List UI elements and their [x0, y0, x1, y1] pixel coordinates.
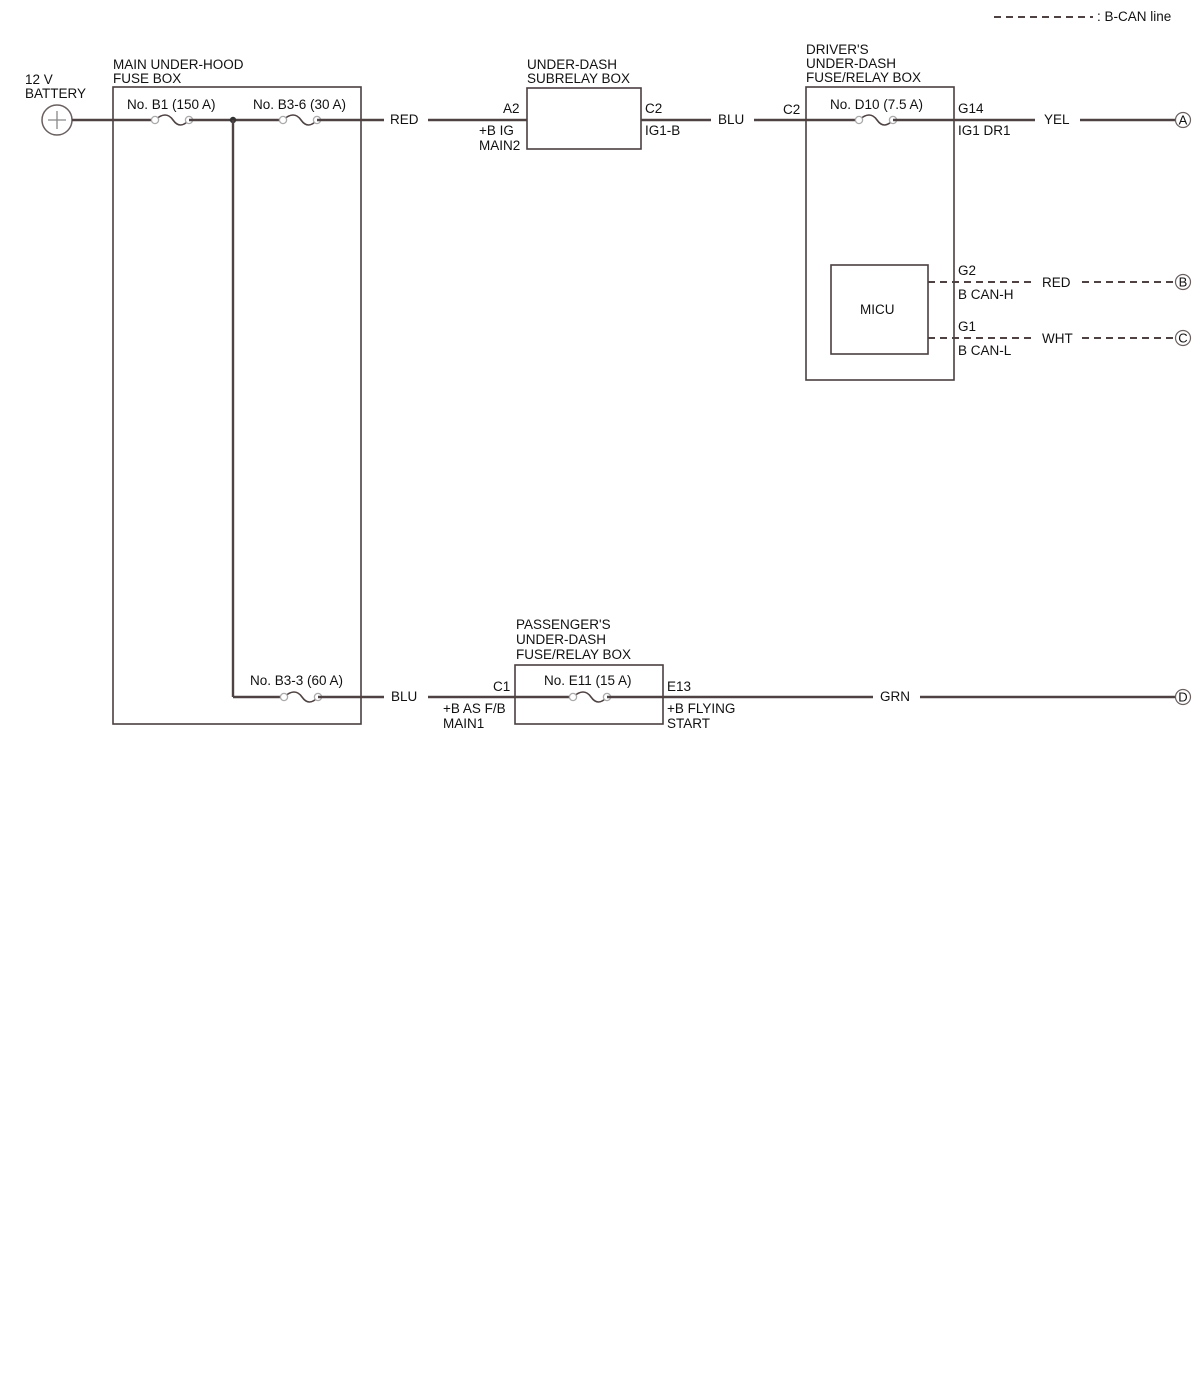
passenger-pin-e13-name-line1: +B FLYING	[667, 701, 735, 716]
subrelay-pin-a2: A2	[503, 101, 520, 116]
fuse-b3-3-icon	[279, 691, 323, 703]
micu-label: MICU	[860, 302, 895, 317]
subrelay-pin-c2: C2	[645, 101, 662, 116]
legend-label: : B-CAN line	[1097, 9, 1171, 24]
connector-a: A	[1174, 111, 1192, 129]
driver-pin-g1-name: B CAN-L	[958, 343, 1012, 358]
driver-pin-g2: G2	[958, 263, 976, 278]
wire-label-red-1: RED	[390, 112, 419, 127]
subrelay-box-title-line1: UNDER-DASH	[527, 57, 617, 72]
driver-pin-g14-name: IG1 DR1	[958, 123, 1011, 138]
connector-b-label: B	[1179, 275, 1188, 290]
subrelay-pin-c2-name: IG1-B	[645, 123, 680, 138]
connector-b: B	[1174, 273, 1192, 291]
subrelay-pin-a2-name-line1: +B IG	[479, 123, 514, 138]
fuse-b3-3-label: No. B3-3 (60 A)	[250, 673, 343, 688]
passenger-box	[514, 664, 664, 725]
subrelay-box	[526, 87, 642, 150]
passenger-box-title-line2: UNDER-DASH	[516, 632, 606, 647]
wire-label-red-can: RED	[1042, 275, 1071, 290]
driver-box-title-line2: UNDER-DASH	[806, 56, 896, 71]
connector-d: D	[1174, 688, 1192, 706]
driver-box-title-line1: DRIVER'S	[806, 42, 869, 57]
battery-label-line1: 12 V	[25, 72, 53, 87]
driver-pin-c2: C2	[783, 102, 800, 117]
driver-pin-g2-name: B CAN-H	[958, 287, 1014, 302]
connector-c: C	[1174, 329, 1192, 347]
passenger-pin-c1-name-line2: MAIN1	[443, 716, 484, 731]
connector-d-label: D	[1178, 690, 1187, 705]
main-fuse-box	[112, 86, 362, 725]
passenger-pin-c1: C1	[493, 679, 510, 694]
connector-c-label: C	[1178, 331, 1187, 346]
wire-label-yel: YEL	[1044, 112, 1070, 127]
battery-label-line2: BATTERY	[25, 86, 86, 101]
wire-label-wht: WHT	[1042, 331, 1073, 346]
fuse-e11-label: No. E11 (15 A)	[544, 673, 632, 688]
wire-label-grn: GRN	[880, 689, 910, 704]
connector-a-label: A	[1179, 113, 1188, 128]
battery-icon	[41, 104, 73, 136]
passenger-pin-e13: E13	[667, 679, 691, 694]
fuse-d10-label: No. D10 (7.5 A)	[830, 97, 923, 112]
main-fuse-box-title-line2: FUSE BOX	[113, 71, 181, 86]
passenger-pin-c1-name-line1: +B AS F/B	[443, 701, 506, 716]
fuse-e11-icon	[568, 691, 612, 703]
main-fuse-box-title-line1: MAIN UNDER-HOOD	[113, 57, 244, 72]
subrelay-box-title-line2: SUBRELAY BOX	[527, 71, 630, 86]
wire-label-blu-2: BLU	[391, 689, 417, 704]
driver-box	[805, 86, 955, 381]
fuse-b3-6-label: No. B3-6 (30 A)	[253, 97, 346, 112]
driver-pin-g1: G1	[958, 319, 976, 334]
wire-label-blu-1: BLU	[718, 112, 744, 127]
subrelay-pin-a2-name-line2: MAIN2	[479, 138, 520, 153]
fuse-d10-icon	[854, 114, 898, 126]
driver-pin-g14: G14	[958, 101, 984, 116]
micu-box	[830, 264, 929, 355]
fuse-b1-icon	[150, 114, 194, 126]
driver-box-title-line3: FUSE/RELAY BOX	[806, 70, 921, 85]
fuse-b3-6-icon	[278, 114, 322, 126]
fuse-b1-label: No. B1 (150 A)	[127, 97, 216, 112]
passenger-box-title-line1: PASSENGER'S	[516, 617, 611, 632]
passenger-pin-e13-name-line2: START	[667, 716, 710, 731]
passenger-box-title-line3: FUSE/RELAY BOX	[516, 647, 631, 662]
